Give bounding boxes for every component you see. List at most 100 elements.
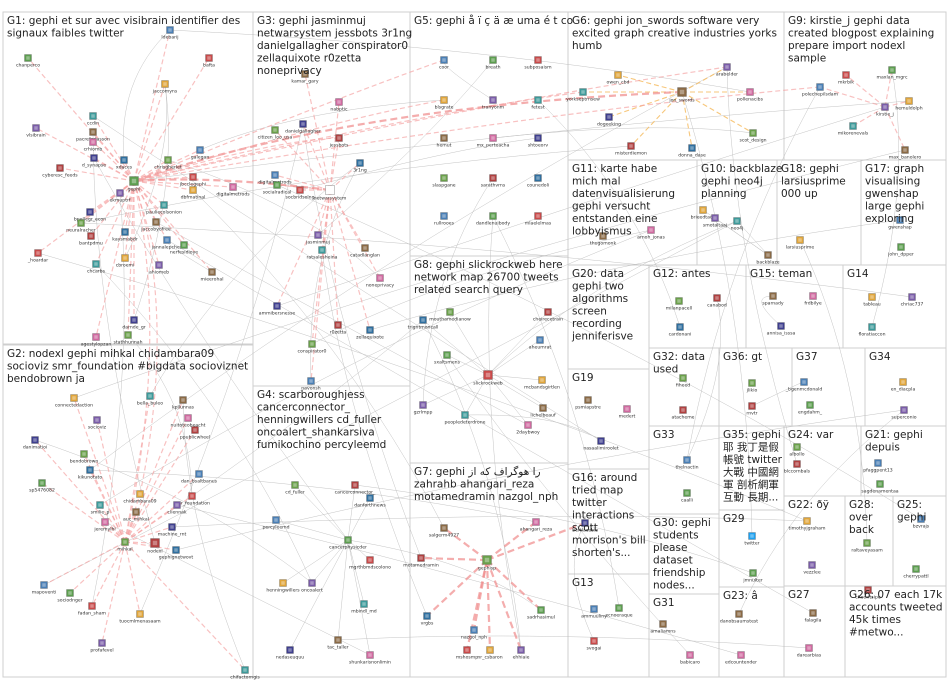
- node-nr_csbaron[interactable]: nr_csbaron: [477, 646, 503, 661]
- node-sagdenamentaa[interactable]: sagdenamentaa: [861, 480, 899, 495]
- node-chanperco[interactable]: chanperco: [16, 54, 40, 69]
- node-raltaveyasam[interactable]: raltaveyasam: [851, 539, 883, 554]
- node-digitalmetrods[interactable]: digitalmetrods: [216, 183, 250, 198]
- node-mihkal[interactable]: mihkal: [117, 538, 133, 553]
- node-donna_dase[interactable]: donna_dase: [678, 144, 706, 159]
- node-gephisp[interactable]: gephisp: [478, 555, 496, 572]
- node-tableau[interactable]: tableau: [863, 293, 881, 308]
- node-jannalepchez[interactable]: jannalepchez: [151, 236, 183, 251]
- node-hemuldolph[interactable]: hemuldolph: [895, 97, 923, 112]
- node-canabod[interactable]: canabod: [707, 294, 727, 309]
- node-danielgallagher[interactable]: danielgallagher: [285, 120, 321, 135]
- node-medert[interactable]: medert: [619, 405, 636, 420]
- node-rnvtr[interactable]: rnvtr: [746, 402, 758, 417]
- node-oncoalert[interactable]: oncoalert: [301, 579, 323, 594]
- node-cherrypattl[interactable]: cherrypattl: [903, 565, 929, 580]
- node-sparnady[interactable]: sparnady: [762, 292, 784, 307]
- node-machine_rnt[interactable]: machine_rnt: [158, 523, 187, 538]
- node-owen_cbd[interactable]: owen_cbd: [607, 71, 630, 86]
- node-bertlacabiz[interactable]: bertlacabiz: [572, 519, 598, 534]
- node-connectedaction[interactable]: connectedaction: [55, 394, 93, 409]
- node-gwenshap[interactable]: gwenshap: [888, 216, 912, 231]
- node-jlikio[interactable]: jlikio: [746, 379, 758, 394]
- node-agestylopzan[interactable]: agestylopzan: [81, 333, 112, 348]
- node-superconio[interactable]: superconio: [891, 406, 917, 421]
- node-xdaces[interactable]: xdaces: [116, 156, 133, 171]
- node-shtoeorv[interactable]: shtoeorv: [528, 134, 548, 149]
- node-henningwillers[interactable]: henningwillers: [266, 579, 300, 594]
- node-chcarbs[interactable]: chcarbs: [87, 260, 106, 275]
- node-nerfesidioye[interactable]: nerfesidioye: [170, 241, 198, 256]
- node-cancerconnector_[interactable]: cancerconnector_: [335, 481, 376, 496]
- node-crhiomb[interactable]: crhiomb: [84, 138, 103, 153]
- node-arnoh_jonas[interactable]: arnoh_jonas: [637, 226, 665, 241]
- node-milanpacell[interactable]: milanpacell: [666, 297, 692, 312]
- node-nuitoteobeacht[interactable]: nuitoteobeacht: [171, 414, 206, 429]
- node-darnde_gr[interactable]: darnde_gr: [122, 316, 146, 331]
- node-auc_mihkal[interactable]: auc_mihkal: [123, 508, 149, 523]
- node-cardonani[interactable]: cardonani: [669, 323, 692, 338]
- node-dan_bsaltbanus[interactable]: dan_bsaltbanus: [181, 470, 218, 485]
- node-pollenacibs[interactable]: pollenacibs: [737, 88, 764, 103]
- node-nazgol_nph[interactable]: nazgol_nph: [461, 626, 487, 641]
- node-motamedramin[interactable]: motamedramin: [403, 554, 439, 569]
- node-sxaltsmens[interactable]: sxaltsmens: [434, 351, 461, 366]
- node-d_synapse[interactable]: d_synapse: [82, 154, 106, 169]
- node-neuralracher[interactable]: neuralracher: [66, 219, 96, 234]
- node-galegan[interactable]: galegan: [191, 146, 210, 161]
- node-ppublicwheel[interactable]: ppublicwheel: [180, 426, 210, 441]
- node-falagila[interactable]: falagila: [805, 609, 822, 624]
- node-misterdiemon[interactable]: misterdiemon: [615, 142, 647, 157]
- node-kpjlunnas[interactable]: kpjlunnas: [172, 396, 195, 411]
- node-aheumrat[interactable]: aheumrat: [529, 336, 552, 351]
- node-atacheme[interactable]: atacheme: [672, 406, 695, 421]
- node-sp5476082[interactable]: sp5476082: [29, 479, 55, 494]
- node-peopledeterdrone[interactable]: peopledeterdrone: [444, 411, 486, 426]
- node-frdbilye[interactable]: frdbilye: [804, 292, 822, 307]
- node-ammibersnesse[interactable]: ammibersnesse: [259, 302, 296, 317]
- node-sadrhasimul[interactable]: sadrhasimul: [527, 606, 555, 621]
- node-brieedtach[interactable]: brieedtach: [691, 206, 716, 221]
- node-catadlanglan[interactable]: catadlanglan: [350, 244, 380, 259]
- node-svogai[interactable]: svogai: [587, 637, 602, 652]
- node-pauliecolsonion[interactable]: pauliecolsonion: [146, 201, 182, 216]
- node-socbridsolng[interactable]: socbridsolng: [285, 186, 315, 201]
- node-mouthamedianow[interactable]: mouthamedianow: [429, 308, 471, 323]
- node-kikunotato[interactable]: kikunotato: [78, 466, 103, 481]
- node-socioviz[interactable]: socioviz: [88, 416, 107, 431]
- node-3r1ng[interactable]: 3r1ng: [353, 159, 367, 174]
- node-percyleemd[interactable]: percyleemd: [262, 516, 290, 531]
- node-ahangari_reza[interactable]: ahangari_reza: [520, 518, 553, 533]
- node-neo4j[interactable]: neo4j: [731, 217, 744, 232]
- node-psmiapstre[interactable]: psmiapstre: [575, 396, 601, 411]
- node-maxlan_mgrc[interactable]: maxlan_mgrc: [876, 66, 908, 81]
- node-danforthnews[interactable]: danforthnews: [354, 494, 386, 509]
- node-_bgenmcdonald[interactable]: _bgenmcdonald: [785, 378, 823, 393]
- node-nedaseuquu[interactable]: nedaseuquu: [276, 646, 304, 661]
- node-albollo[interactable]: albollo: [789, 443, 805, 458]
- node-tac_taller[interactable]: tac_taller: [327, 636, 349, 651]
- node-chooritsipe[interactable]: chooritsipe: [855, 586, 881, 601]
- node-ecnoeraque[interactable]: ecnoeraque: [605, 604, 633, 619]
- node-r0zetta[interactable]: r0zetta: [330, 321, 347, 336]
- node-smr_foundation[interactable]: smr_foundation: [174, 492, 210, 507]
- node-darearbias[interactable]: darearbias: [797, 644, 822, 659]
- node-fetest[interactable]: fetest: [531, 96, 545, 111]
- node-mkrbik[interactable]: mkrbik: [838, 71, 854, 86]
- node-smilie_p[interactable]: smilie_p: [91, 501, 110, 516]
- node-bzvrajs[interactable]: bzvrajs: [913, 515, 930, 530]
- node-breath[interactable]: breath: [485, 56, 501, 71]
- node-gephi[interactable]: gephi: [128, 176, 141, 193]
- node-mlaelelmas[interactable]: mlaelelmas: [525, 212, 552, 227]
- node-john_dpper[interactable]: john_dpper: [887, 243, 914, 258]
- node-bantpdmu[interactable]: bantpdmu: [79, 232, 103, 247]
- node-shunkarisnonlimin[interactable]: shunkarisnonlimin: [349, 651, 391, 666]
- node-navonsh[interactable]: navonsh: [301, 377, 321, 392]
- node-floratiaccon[interactable]: floratiaccon: [858, 323, 886, 338]
- node-ldebarij[interactable]: ldebarij: [161, 26, 179, 41]
- node-thugomonk[interactable]: thugomonk: [590, 232, 617, 247]
- node-sociodnger[interactable]: sociodnger: [57, 589, 83, 604]
- node-gephignetwovt[interactable]: gephignetwovt: [159, 546, 194, 561]
- node-stathhunnah[interactable]: stathhunnah: [113, 331, 143, 346]
- node-nabptic[interactable]: nabptic: [330, 98, 348, 113]
